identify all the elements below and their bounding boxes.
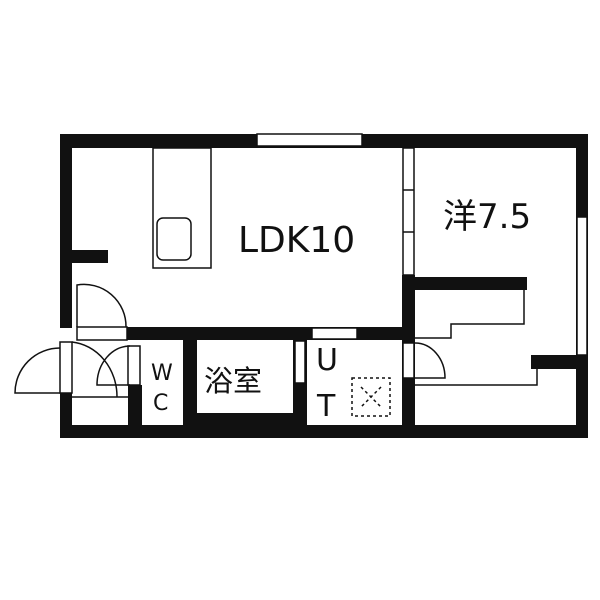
stub-wall	[72, 250, 108, 263]
bathroom-label: 浴室	[204, 364, 262, 398]
kitchen-counter	[152, 147, 212, 269]
left-wall-lower	[60, 393, 72, 438]
openings	[59, 133, 588, 394]
wc-label-c: C	[153, 391, 168, 416]
top-window	[256, 133, 363, 147]
ut-window	[311, 327, 358, 340]
bottom-wall	[60, 425, 588, 438]
right-stub-wall	[531, 355, 588, 369]
bedroom-step-line	[415, 369, 538, 386]
entrance-door-swing[interactable]	[14, 347, 61, 394]
closet-wall	[415, 277, 527, 290]
bath-sliding-door[interactable]	[294, 340, 306, 384]
entrance-door-frame[interactable]	[59, 341, 73, 394]
wc-door-frame[interactable]	[127, 345, 141, 386]
middle-wall	[127, 327, 415, 340]
sliding-door[interactable]	[402, 147, 415, 276]
right-window	[576, 216, 588, 356]
closet-outline	[415, 290, 525, 339]
western-room-label: 洋7.5	[443, 197, 531, 237]
fixtures	[14, 147, 538, 417]
ut-label-u: U	[316, 343, 338, 378]
left-wall-upper	[60, 134, 72, 328]
bath-floor-wall	[197, 413, 293, 425]
room-labels: LDK10 洋7.5 浴室 W C U T	[151, 197, 531, 424]
washer-space	[351, 377, 391, 417]
bedroom-door-swing[interactable]	[414, 342, 446, 379]
ldk-label: LDK10	[238, 220, 355, 261]
walls	[60, 134, 588, 438]
wc-label-w: W	[151, 361, 173, 386]
bedroom-door-frame[interactable]	[402, 342, 415, 379]
wc-bath-wall	[183, 340, 197, 425]
entry-threshold	[76, 326, 128, 341]
sink	[156, 217, 192, 261]
inner-door-swing[interactable]	[71, 341, 118, 398]
wc-door-swing[interactable]	[96, 345, 131, 386]
ut-label-t: T	[316, 389, 336, 424]
entry-column	[128, 385, 142, 425]
ldk-door-swing[interactable]	[76, 283, 127, 328]
